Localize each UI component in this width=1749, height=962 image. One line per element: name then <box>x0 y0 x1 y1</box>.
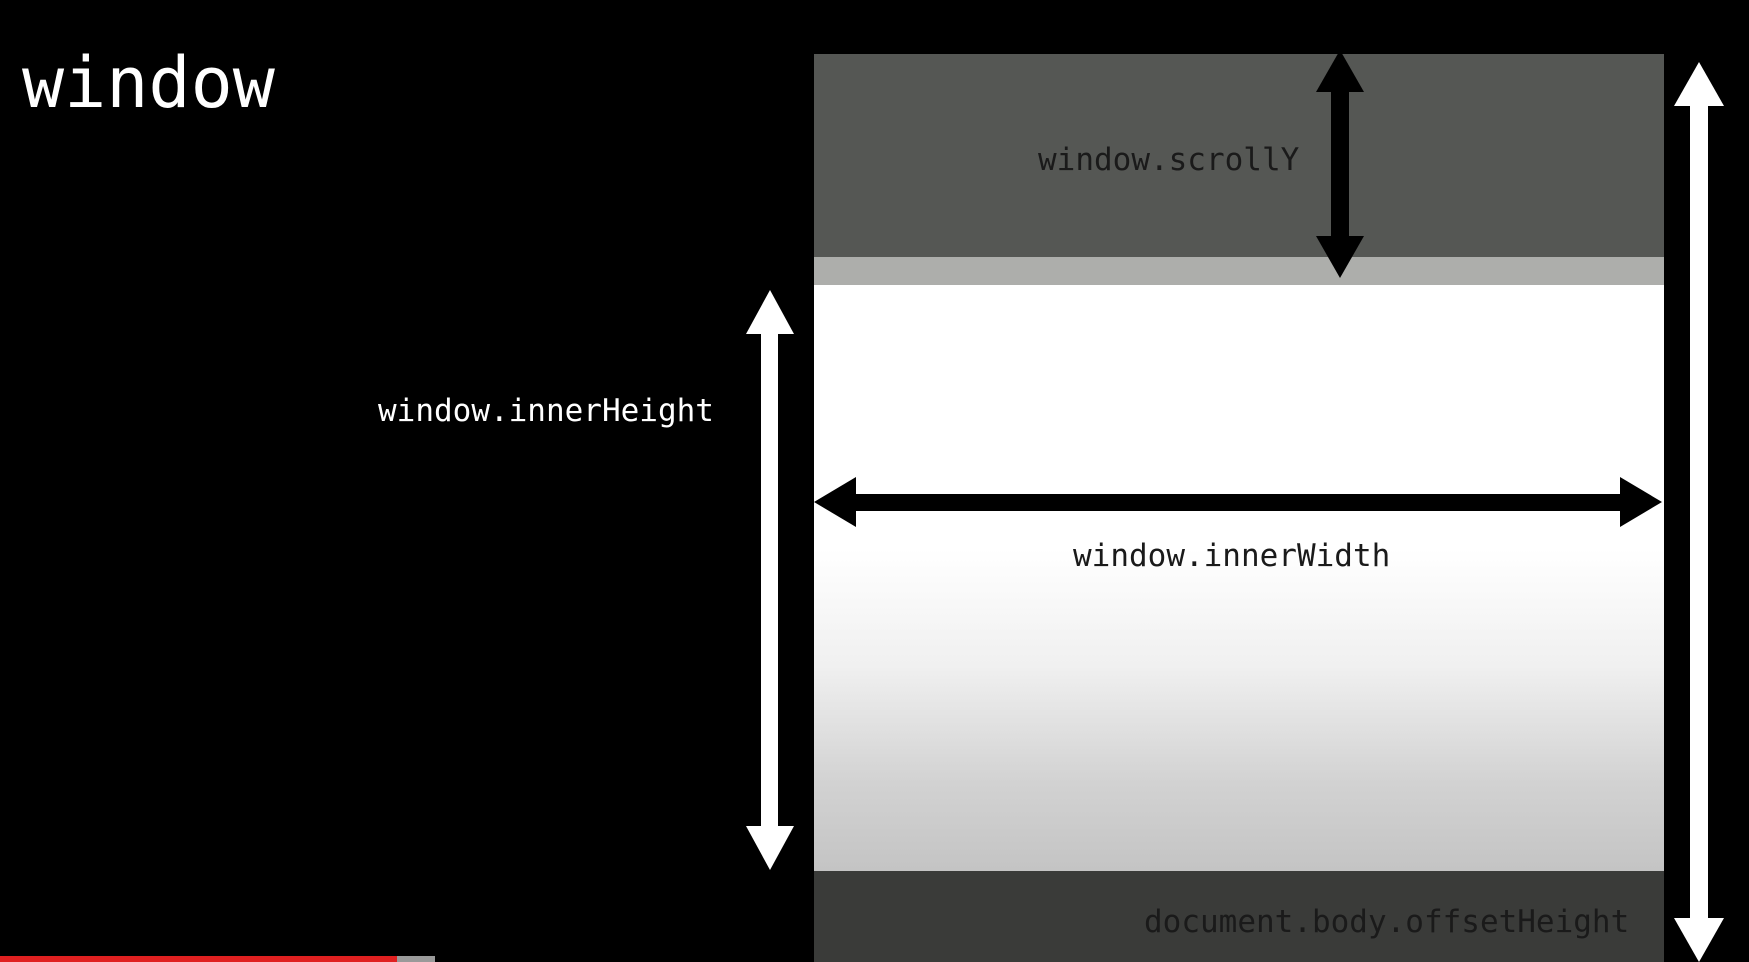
slide-title: window <box>22 42 275 124</box>
body-offset-height-arrow <box>1674 62 1724 962</box>
scrolled-region <box>814 54 1664 257</box>
video-progress-buffered[interactable] <box>397 956 435 962</box>
scroll-y-arrow <box>1316 50 1364 278</box>
inner-height-arrow <box>746 290 794 870</box>
below-viewport-region <box>814 871 1664 962</box>
scroll-y-label: window.scrollY <box>1038 142 1300 178</box>
inner-width-arrow <box>814 477 1662 527</box>
video-progress-played[interactable] <box>0 956 397 962</box>
body-offset-height-label: document.body.offsetHeight <box>1144 904 1630 940</box>
viewport-top-edge <box>814 257 1664 285</box>
visible-viewport <box>814 285 1664 871</box>
inner-height-label: window.innerHeight <box>378 393 714 429</box>
inner-width-label: window.innerWidth <box>1073 538 1391 574</box>
